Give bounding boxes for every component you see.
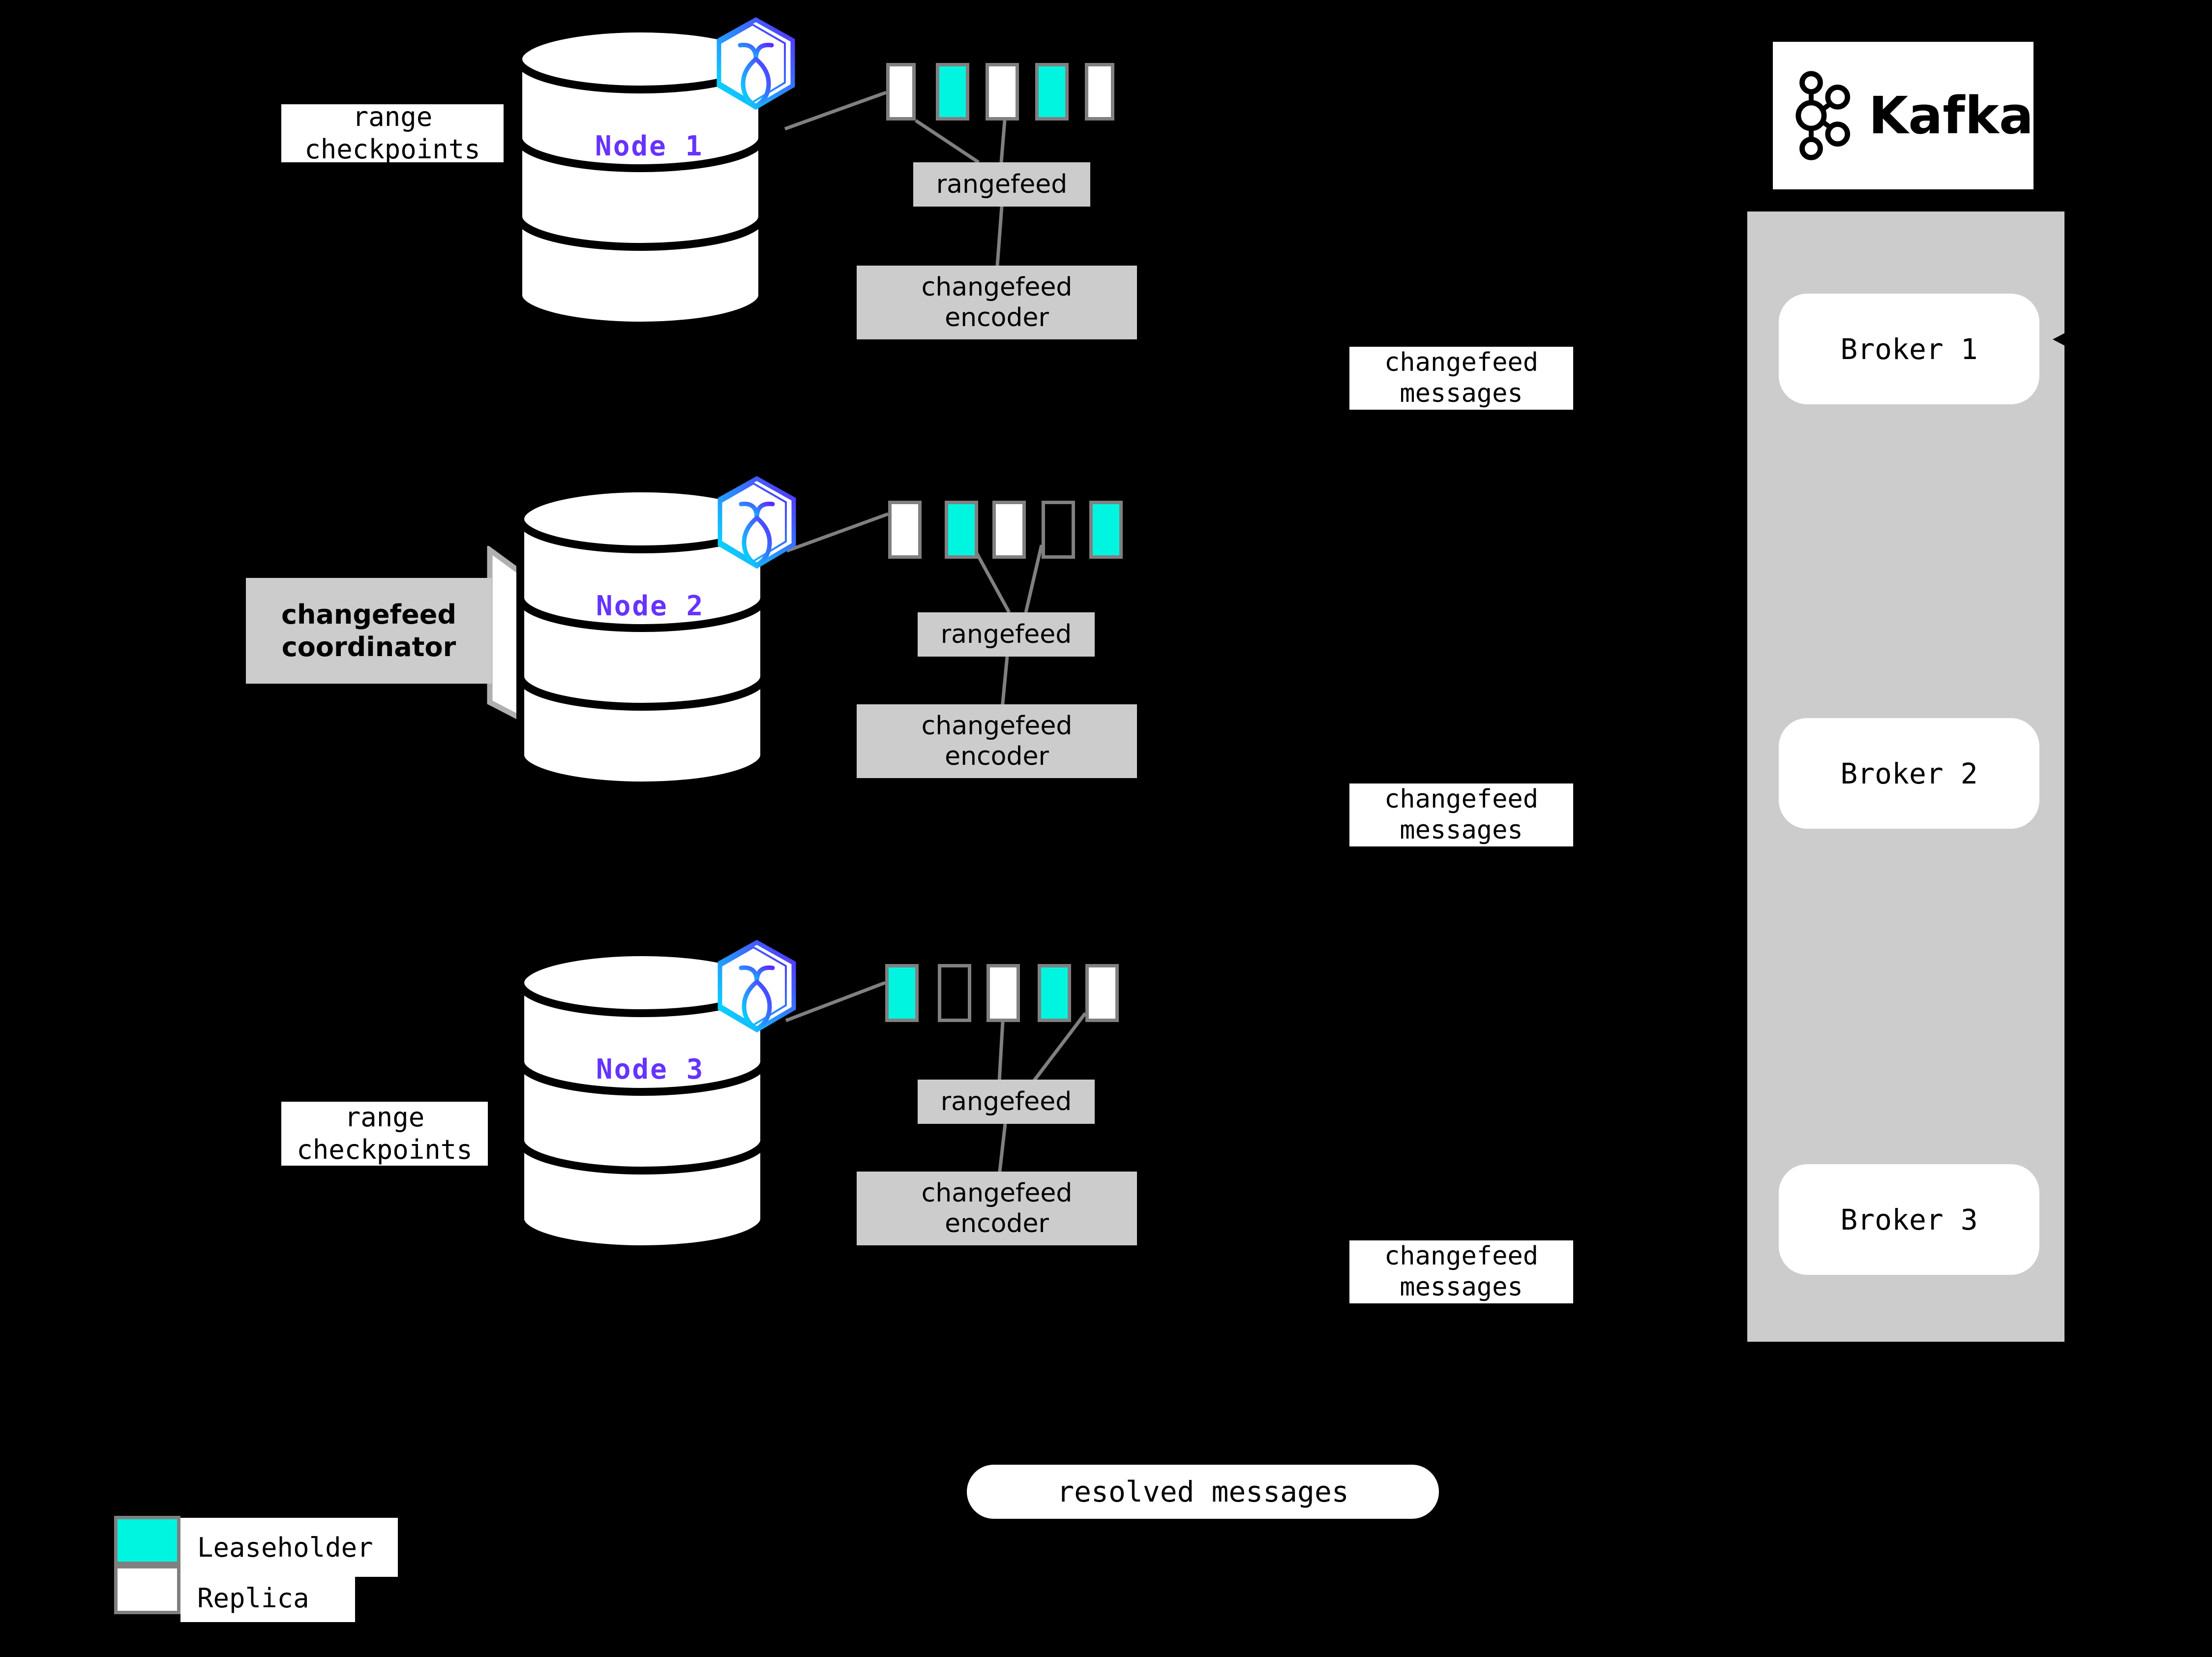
legend-label-leaseholder: Leaseholder	[180, 1518, 398, 1577]
rangefeed-box-node-1[interactable]: rangefeed	[913, 162, 1090, 207]
message-label-line-2: messages	[1400, 1272, 1523, 1302]
encoder-label-line-2: encoder	[945, 1209, 1049, 1238]
range-box[interactable]	[1038, 964, 1071, 1022]
kafka-logo-icon	[1795, 71, 1851, 160]
message-label-line-1: changefeed	[1384, 1241, 1539, 1271]
encoder-label-line-1: changefeed	[921, 711, 1073, 741]
broker-2-box[interactable]: Broker 2	[1779, 718, 2039, 829]
legend: Leaseholder Replica	[114, 1516, 409, 1622]
range-box[interactable]	[886, 63, 916, 121]
broker-label: Broker 3	[1840, 1203, 1978, 1236]
coordinator-label-line-2: coordinator	[281, 631, 456, 663]
range-checkpoints-label-node-3: range checkpoints	[281, 1102, 488, 1166]
range-box[interactable]	[945, 501, 978, 559]
changefeed-coordinator-box[interactable]: changefeed coordinator	[246, 578, 492, 684]
range-box[interactable]	[986, 964, 1020, 1022]
resolved-messages-pill[interactable]: resolved messages	[967, 1465, 1439, 1519]
kafka-wordmark: Kafka	[1868, 86, 2033, 146]
rangefeed-label: rangefeed	[940, 619, 1072, 649]
cockroachdb-logo-icon-2	[717, 476, 796, 569]
label-line-2: checkpoints	[297, 1134, 473, 1165]
kafka-logo-card: Kafka	[1773, 42, 2033, 189]
rangefeed-box-node-3[interactable]: rangefeed	[918, 1080, 1095, 1124]
message-label-line-1: changefeed	[1384, 347, 1539, 377]
changefeed-encoder-box-node-3[interactable]: changefeed encoder	[857, 1172, 1137, 1245]
coordinator-label-line-1: changefeed	[281, 599, 456, 630]
node-label-3: Node 3	[596, 1054, 705, 1085]
legend-swatch-leaseholder	[114, 1516, 180, 1565]
encoder-label-line-2: encoder	[945, 303, 1049, 332]
changefeed-encoder-box-node-1[interactable]: changefeed encoder	[857, 266, 1137, 339]
range-box[interactable]	[992, 501, 1026, 559]
range-box[interactable]	[1089, 501, 1123, 559]
legend-swatch-replica	[114, 1565, 180, 1614]
incoming-arrow-icon	[2053, 329, 2073, 350]
broker-label: Broker 1	[1840, 332, 1978, 366]
node-label-1: Node 1	[595, 130, 704, 162]
label-line-1: range	[344, 1102, 425, 1133]
range-box[interactable]	[1035, 63, 1069, 121]
node-cylinder-1	[514, 25, 766, 330]
range-box[interactable]	[1042, 501, 1075, 559]
rangefeed-box-node-2[interactable]: rangefeed	[918, 612, 1095, 657]
cockroachdb-logo-icon-3	[717, 939, 796, 1033]
broker-3-box[interactable]: Broker 3	[1779, 1164, 2039, 1275]
rangefeed-label: rangefeed	[936, 169, 1068, 199]
changefeed-messages-label-1: changefeed messages	[1349, 347, 1573, 410]
range-box[interactable]	[888, 501, 922, 559]
range-checkpoints-label-node-1: range checkpoints	[281, 101, 504, 165]
changefeed-encoder-box-node-2[interactable]: changefeed encoder	[857, 704, 1137, 778]
encoder-label-line-1: changefeed	[921, 1178, 1073, 1208]
encoder-label-line-2: encoder	[945, 742, 1049, 771]
range-box[interactable]	[1085, 964, 1119, 1022]
label-line-2: checkpoints	[304, 134, 480, 165]
message-label-line-2: messages	[1400, 379, 1523, 408]
range-box[interactable]	[936, 63, 969, 121]
resolved-messages-label: resolved messages	[1057, 1475, 1349, 1508]
range-box[interactable]	[885, 964, 919, 1022]
node-cylinder-2	[516, 484, 768, 789]
changefeed-messages-label-3: changefeed messages	[1349, 1240, 1573, 1303]
message-label-line-1: changefeed	[1384, 784, 1539, 814]
label-line-1: range	[352, 101, 433, 133]
rangefeed-label: rangefeed	[940, 1086, 1072, 1116]
node-label-2: Node 2	[596, 590, 705, 622]
range-box[interactable]	[938, 964, 971, 1022]
message-label-line-2: messages	[1400, 815, 1523, 845]
range-box[interactable]	[1085, 63, 1114, 121]
cockroachdb-logo-icon-1	[717, 17, 795, 110]
broker-1-box[interactable]: Broker 1	[1779, 294, 2039, 404]
node-cylinder-3	[516, 948, 768, 1253]
legend-label-replica: Replica	[180, 1574, 355, 1622]
range-box[interactable]	[986, 63, 1019, 121]
broker-label: Broker 2	[1840, 756, 1978, 790]
encoder-label-line-1: changefeed	[921, 272, 1073, 302]
changefeed-messages-label-2: changefeed messages	[1349, 783, 1573, 846]
